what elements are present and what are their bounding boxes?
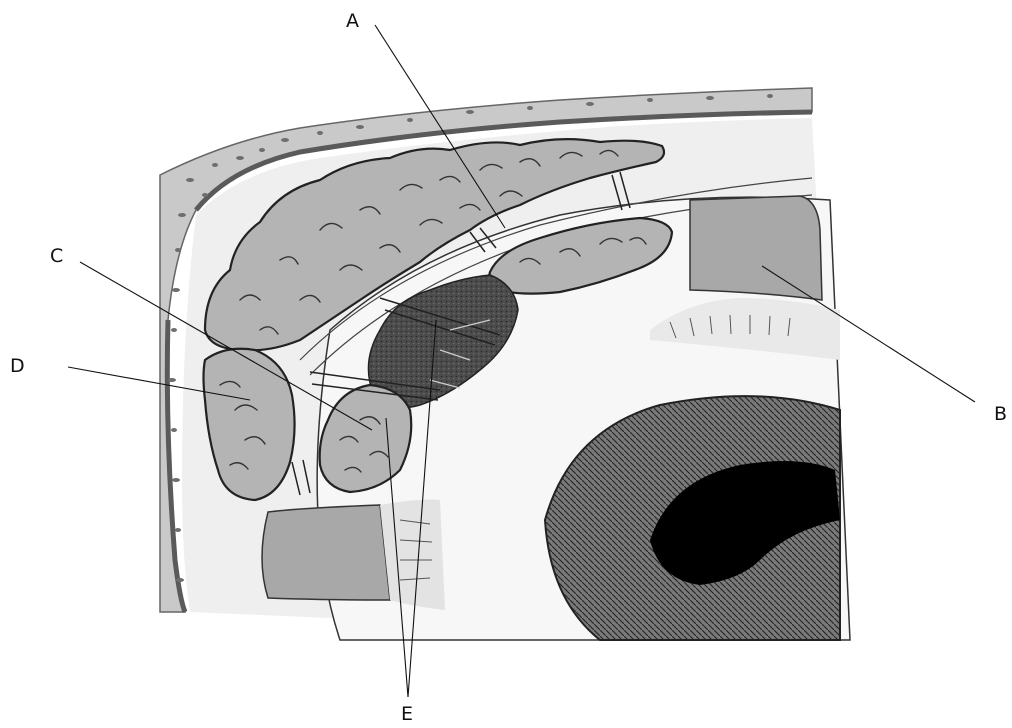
lateral-rectus-muscle [262, 500, 445, 610]
label-d: D [10, 355, 25, 377]
label-b: B [994, 403, 1007, 425]
label-c: C [50, 245, 63, 267]
label-a: A [346, 10, 359, 32]
label-e: E [401, 703, 413, 725]
